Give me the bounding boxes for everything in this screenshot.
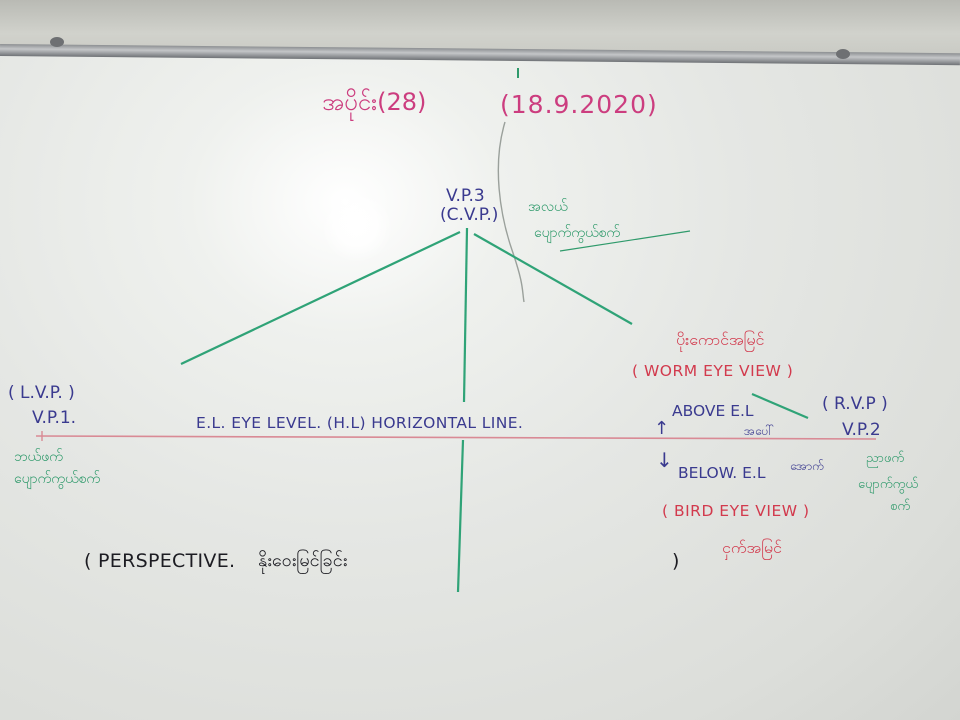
worm-eye-label: ( WORM EYE VIEW ) [632, 362, 794, 380]
bird-eye-script: ငှက်အမြင် [722, 538, 782, 557]
vp3-label: V.P.3 [446, 186, 485, 206]
horizon-line [35, 435, 877, 440]
whiteboard [0, 56, 960, 720]
right-note-line2: ပျောက်ကွယ် [858, 477, 918, 492]
left-converging-line [180, 231, 461, 365]
arrow-up-icon: ↑ [654, 418, 670, 439]
header-date: (18.9.2020) [500, 90, 658, 119]
cvp-label: (C.V.P.) [440, 205, 499, 225]
below-el-script: အောက် [790, 459, 824, 473]
caption-prefix: ( PERSPECTIVE. [84, 550, 236, 572]
rail-clip-left [50, 37, 64, 47]
left-note-line2: ပျောက်ကွယ်စက် [14, 471, 101, 487]
vp3-note-line2: ပျောက်ကွယ်စက် [534, 225, 621, 241]
right-note-line3: စက် [890, 499, 911, 514]
left-note-line1: ဘယ်ဖက် [14, 449, 63, 465]
right-note-line1: ညာဖက် [866, 451, 905, 466]
vp1-label: V.P.1. [32, 408, 77, 428]
vertical-lower-line [456, 439, 465, 593]
horizon-label: E.L. EYE LEVEL. (H.L) HORIZONTAL LINE. [196, 414, 524, 432]
light-glare [322, 192, 392, 262]
above-el-script: အပေါ် [744, 424, 774, 438]
right-lower-converging-line [751, 392, 809, 420]
below-el-label: BELOW. E.L [678, 464, 766, 482]
right-converging-line [473, 233, 633, 325]
worm-eye-script: ပိုးကောင်အမြင် [676, 330, 765, 349]
above-el-label: ABOVE E.L [672, 402, 754, 420]
rail-clip-right [836, 49, 850, 59]
caption-script: နိုးဝေးမြင်ခြင်း [258, 550, 348, 571]
caption-suffix: ) [672, 550, 680, 572]
note-underline [559, 230, 691, 252]
rvp-label: ( R.V.P ) [822, 394, 888, 414]
vp2-label: V.P.2 [842, 420, 881, 440]
vp3-note-line1: အလယ် [528, 199, 568, 215]
lvp-label: ( L.V.P. ) [8, 383, 75, 403]
arrow-down-icon: ↓ [656, 448, 673, 472]
board-scratch-line [497, 121, 525, 303]
bird-eye-label: ( BIRD EYE VIEW ) [662, 502, 810, 520]
vertical-center-line [462, 227, 469, 403]
header-title-script: အပိုင်း(28) [322, 88, 427, 116]
